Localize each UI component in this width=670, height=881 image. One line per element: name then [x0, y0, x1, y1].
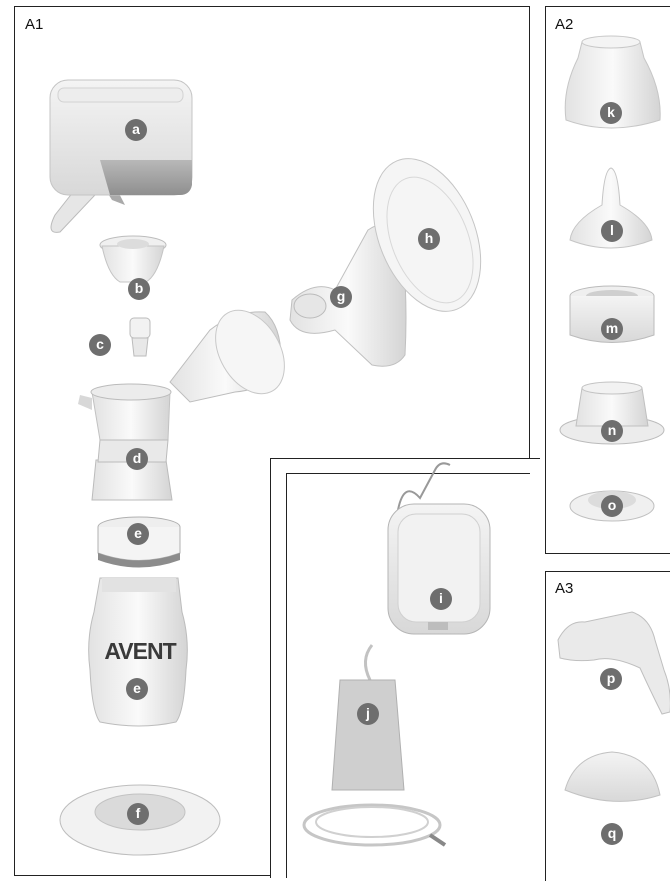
dome-cap-drawing: [565, 752, 660, 801]
badge-p: p: [600, 668, 622, 690]
badge-n: n: [601, 420, 623, 442]
badge-c: c: [89, 334, 111, 356]
valve-drawing: [100, 236, 166, 282]
badge-g: g: [330, 286, 352, 308]
badge-j: j: [357, 703, 379, 725]
bottle-brand-text: AVENT: [92, 638, 188, 665]
badge-e2: e: [126, 678, 148, 700]
handle-drawing: [558, 612, 670, 714]
power-adapter-drawing: [304, 645, 445, 845]
badge-q: q: [601, 823, 623, 845]
badge-e1: e: [127, 523, 149, 545]
badge-a: a: [125, 119, 147, 141]
badge-i: i: [430, 588, 452, 610]
pump-body-drawing: [78, 298, 298, 500]
badge-o: o: [601, 495, 623, 517]
badge-l: l: [601, 220, 623, 242]
motor-unit-drawing: [50, 80, 192, 232]
membrane-drawing: [130, 318, 150, 356]
badge-k: k: [600, 102, 622, 124]
badge-b: b: [128, 278, 150, 300]
badge-f: f: [127, 803, 149, 825]
badge-h: h: [418, 228, 440, 250]
badge-m: m: [601, 318, 623, 340]
badge-d: d: [126, 448, 148, 470]
